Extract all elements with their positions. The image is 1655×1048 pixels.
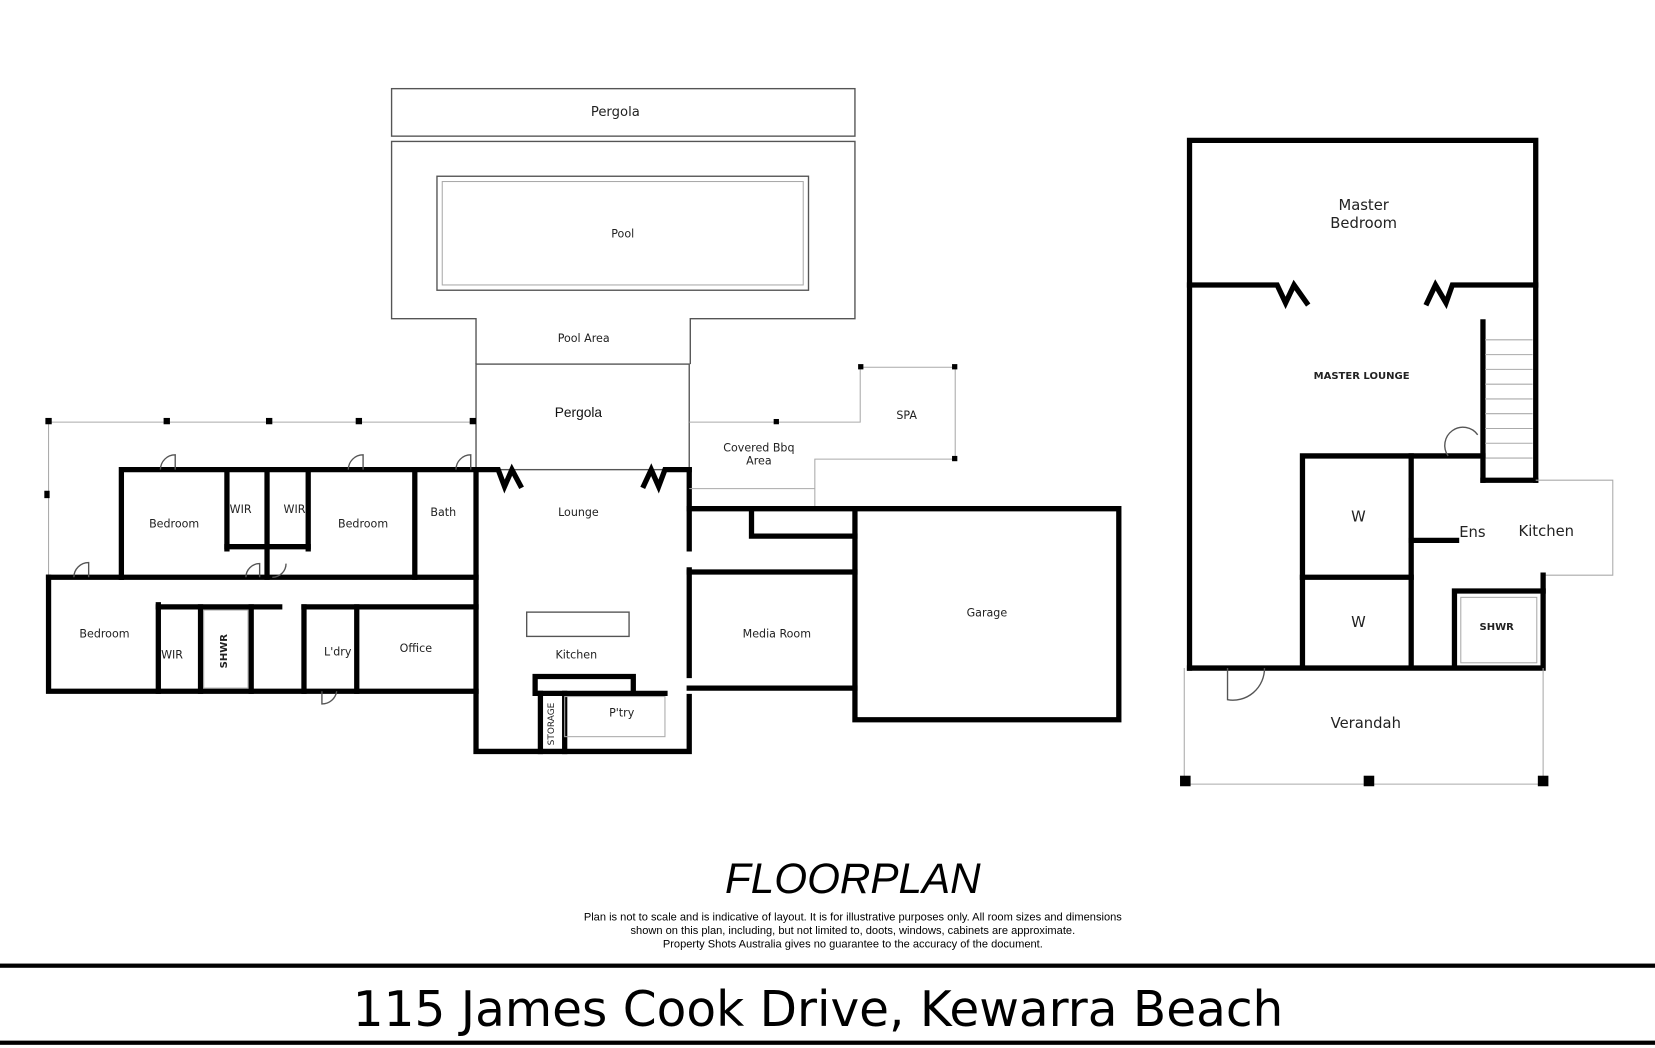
label-wardrobe-2: W: [1351, 614, 1366, 631]
label-pergola: Pergola: [555, 405, 603, 420]
label-spa: SPA: [896, 409, 917, 422]
label-media-room: Media Room: [743, 627, 811, 640]
label-wir-3: WIR: [161, 649, 183, 662]
label-wir-2: WIR: [284, 503, 306, 516]
bedroom-wing-walls: [44, 417, 479, 705]
central-pavilion-walls: [473, 363, 692, 755]
label-verandah: Verandah: [1331, 715, 1401, 732]
disclaimer-line-1: Plan is not to scale and is indicative o…: [584, 911, 1122, 923]
label-lounge: Lounge: [558, 506, 599, 519]
label-ensuite: Ens: [1459, 524, 1485, 541]
label-master-bedroom-1: Master: [1338, 197, 1389, 214]
label-upper-kitchen: Kitchen: [1519, 523, 1575, 540]
label-covered-bbq-2: Area: [746, 454, 772, 467]
label-bedroom-2: Bedroom: [338, 518, 388, 531]
label-wardrobe-1: W: [1351, 508, 1366, 525]
label-bedroom-1: Bedroom: [149, 518, 199, 531]
divider-top: [0, 963, 1655, 968]
label-covered-bbq-1: Covered Bbq: [723, 442, 794, 455]
disclaimer-line-2: shown on this plan, including, but not l…: [631, 925, 1076, 937]
label-bedroom-3: Bedroom: [79, 627, 129, 640]
label-pantry: P'try: [609, 707, 635, 720]
label-office: Office: [400, 642, 433, 655]
label-master-bedroom-2: Bedroom: [1330, 215, 1397, 232]
label-kitchen: Kitchen: [555, 649, 597, 662]
disclaimer-line-3: Property Shots Australia gives no guaran…: [663, 939, 1043, 951]
divider-bottom: [0, 1040, 1655, 1045]
upper-unit-walls: [1180, 137, 1614, 787]
label-storage: STORAGE: [547, 702, 557, 745]
label-wir-1: WIR: [230, 503, 252, 516]
property-address: 115 James Cook Drive, Kewarra Beach: [353, 982, 1284, 1038]
label-garage: Garage: [967, 606, 1008, 619]
label-shower: SHWR: [219, 634, 230, 669]
label-pergola-top: Pergola: [591, 105, 640, 120]
label-pool-area: Pool Area: [558, 332, 610, 345]
label-master-lounge: MASTER LOUNGE: [1314, 371, 1410, 382]
floorplan-title: FLOORPLAN: [725, 855, 981, 902]
label-laundry: L'dry: [324, 645, 352, 658]
pool-zone: [390, 87, 856, 365]
garage-wing-walls: [686, 364, 1122, 723]
label-upper-shower: SHWR: [1479, 622, 1514, 633]
label-bath: Bath: [430, 506, 456, 519]
label-pool: Pool: [611, 227, 634, 240]
